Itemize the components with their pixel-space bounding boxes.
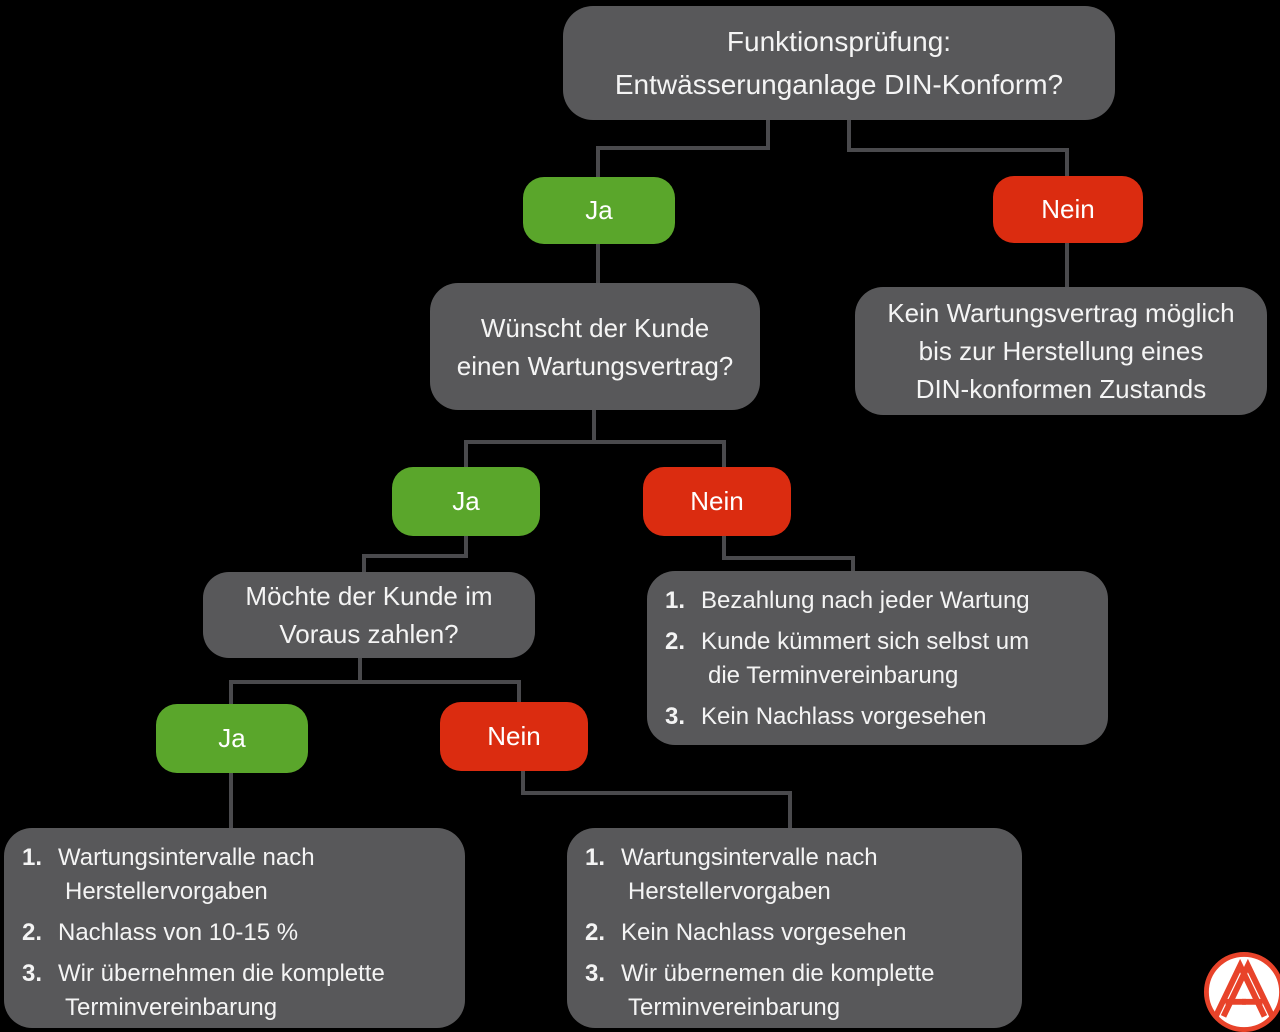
item-text-line: Terminvereinbarung <box>65 994 278 1021</box>
item-text-line: Kein Nachlass vorgesehen <box>621 919 907 946</box>
connector-line <box>1065 148 1069 180</box>
connector-line <box>722 440 726 470</box>
item-number: 3. <box>665 703 686 730</box>
connector-line <box>1065 243 1069 291</box>
list-item: 3. Wir übernemen die komplette Terminver… <box>585 957 1004 1025</box>
connector-line <box>521 791 792 795</box>
connector-line <box>766 120 770 150</box>
item-text-line: Wartungsintervalle nach <box>58 844 315 871</box>
item-number: 2. <box>22 919 43 946</box>
connector-line <box>596 146 600 180</box>
list-item: 2. Nachlass von 10-15 % <box>22 916 447 950</box>
decision-label: Nein <box>1041 194 1095 224</box>
decision-label: Ja <box>218 723 246 753</box>
decision-nein-1: Nein <box>993 176 1143 243</box>
item-text-line: Wartungsintervalle nach <box>621 844 878 871</box>
list-item: 3. Kein Nachlass vorgesehen <box>665 700 1090 734</box>
list-item: 1. Wartungsintervalle nach Herstellervor… <box>22 841 447 909</box>
decision-ja-2: Ja <box>392 467 540 536</box>
connector-line <box>847 120 851 152</box>
item-number: 1. <box>585 844 606 871</box>
result-text-line: DIN-konformen Zustands <box>915 374 1207 404</box>
question-text-line: Wünscht der Kunde <box>480 312 710 343</box>
connector-line <box>464 536 468 558</box>
item-number: 2. <box>585 919 606 946</box>
question-text-line: Möchte der Kunde im <box>245 581 493 611</box>
list-item: 2. Kunde kümmert sich selbst um die Term… <box>665 625 1090 693</box>
item-text-line: Herstellervorgaben <box>65 878 268 905</box>
item-text-line: Bezahlung nach jeder Wartung <box>701 587 1030 614</box>
result-box-vorauszahlung-nein: 1. Wartungsintervalle nach Herstellervor… <box>567 828 1022 1028</box>
result-text-line: Kein Wartungsvertrag möglich <box>887 298 1235 328</box>
connector-line <box>592 410 596 444</box>
question-box-funktionspruefung: Funktionsprüfung: Entwässerunganlage DIN… <box>563 6 1115 120</box>
result-text-line: bis zur Herstellung eines <box>918 336 1204 366</box>
connector-line <box>229 773 233 830</box>
item-number: 1. <box>665 587 686 614</box>
connector-line <box>358 658 362 684</box>
connector-line <box>722 556 855 560</box>
item-text-line: Kunde kümmert sich selbst um <box>701 628 1030 655</box>
item-number: 3. <box>22 960 43 987</box>
connector-line <box>722 536 726 560</box>
connector-line <box>788 791 792 830</box>
item-text-line: Kein Nachlass vorgesehen <box>701 703 987 730</box>
item-number: 3. <box>585 960 606 987</box>
connector-line <box>596 244 600 286</box>
item-text-line: Nachlass von 10-15 % <box>58 919 299 946</box>
item-text-line: die Terminvereinbarung <box>708 662 959 689</box>
list-item: 1. Wartungsintervalle nach Herstellervor… <box>585 841 1004 909</box>
decision-label: Nein <box>690 486 744 516</box>
decision-nein-3: Nein <box>440 702 588 771</box>
item-number: 2. <box>665 628 686 655</box>
question-box-voraus-zahlen: Möchte der Kunde im Voraus zahlen? <box>203 572 535 658</box>
decision-ja-1: Ja <box>523 177 675 244</box>
connector-line <box>362 554 468 558</box>
list-item: 2. Kein Nachlass vorgesehen <box>585 916 1004 950</box>
question-text-line: Voraus zahlen? <box>279 619 459 649</box>
list-item: 3. Wir übernehmen die komplette Terminve… <box>22 957 447 1025</box>
decision-label: Nein <box>487 721 541 751</box>
result-box-vorauszahlung-ja: 1. Wartungsintervalle nach Herstellervor… <box>4 828 465 1028</box>
connector-line <box>521 770 525 795</box>
item-text-line: Wir übernehmen die komplette <box>58 960 385 987</box>
connector-line <box>362 554 366 576</box>
decision-nein-2: Nein <box>643 467 791 536</box>
item-text-line: Herstellervorgaben <box>628 878 831 905</box>
connector-line <box>464 440 468 470</box>
connector-line <box>596 146 770 150</box>
decision-ja-3: Ja <box>156 704 308 773</box>
connector-line <box>464 440 726 444</box>
aa-monogram-logo-icon <box>1203 951 1280 1032</box>
question-text-line: einen Wartungsvertrag? <box>456 350 734 381</box>
decision-label: Ja <box>585 195 613 225</box>
item-text-line: Wir übernemen die komplette <box>621 960 935 987</box>
connector-line <box>517 680 521 706</box>
connector-line <box>229 680 233 708</box>
result-box-ohne-vertrag: 1. Bezahlung nach jeder Wartung 2. Kunde… <box>647 571 1108 745</box>
item-text-line: Terminvereinbarung <box>628 994 841 1021</box>
connector-line <box>847 148 1069 152</box>
connector-line <box>851 556 855 574</box>
question-text-line: Funktionsprüfung: <box>726 26 952 57</box>
connector-line <box>229 680 521 684</box>
question-box-wartungsvertrag: Wünscht der Kunde einen Wartungsvertrag? <box>430 283 760 410</box>
result-box-kein-wartungsvertrag: Kein Wartungsvertrag möglich bis zur Her… <box>855 287 1267 415</box>
item-number: 1. <box>22 844 43 871</box>
question-text-line: Entwässerunganlage DIN-Konform? <box>614 69 1064 100</box>
list-item: 1. Bezahlung nach jeder Wartung <box>665 584 1090 618</box>
decision-label: Ja <box>452 486 480 516</box>
